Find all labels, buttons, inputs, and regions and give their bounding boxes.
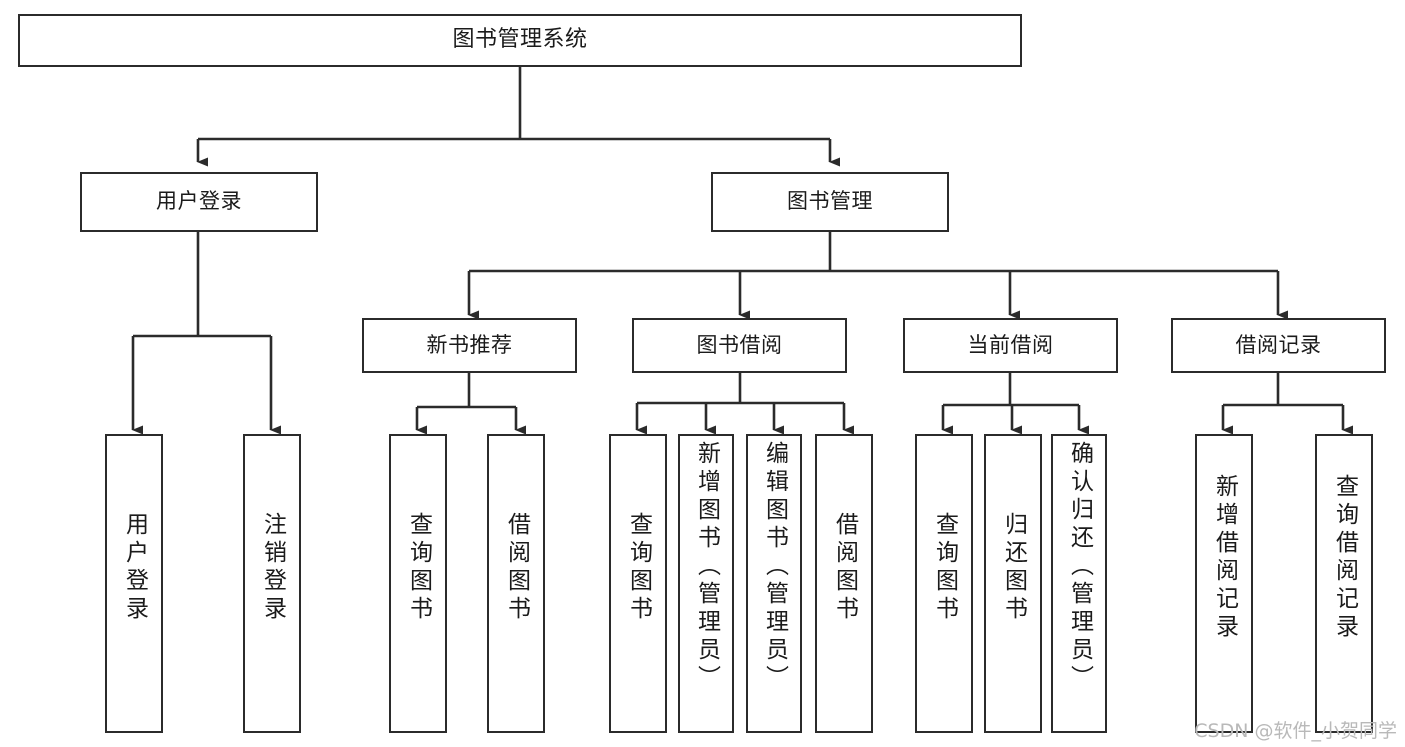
node-label: 编辑图书（管理员） [761,441,788,693]
leaf-borrow-book-borrow[interactable]: 借阅图书 [815,434,873,733]
node-label: 归还图书 [1000,512,1027,624]
node-label: 图书管理 [787,189,873,214]
node-label: 借阅图书 [503,512,530,624]
node-label: 查询图书 [625,512,652,624]
node-label: 借阅图书 [831,512,858,624]
leaf-user-login[interactable]: 用户登录 [105,434,163,733]
leaf-logout-login[interactable]: 注销登录 [243,434,301,733]
node-label: 查询图书 [931,512,958,624]
node-root-book-management-system[interactable]: 图书管理系统 [18,14,1022,67]
node-label: 新增图书（管理员） [693,441,720,693]
leaf-add-book-admin[interactable]: 新增图书（管理员） [678,434,734,733]
leaf-query-book-current[interactable]: 查询图书 [915,434,973,733]
node-label: 查询图书 [405,512,432,624]
node-current-borrow[interactable]: 当前借阅 [903,318,1118,373]
node-label: 借阅记录 [1235,332,1322,357]
node-label: 图书管理系统 [452,27,588,53]
leaf-edit-book-admin[interactable]: 编辑图书（管理员） [746,434,802,733]
leaf-confirm-return-admin[interactable]: 确认归还（管理员） [1051,434,1107,733]
node-user-login[interactable]: 用户登录 [80,172,318,232]
leaf-return-book[interactable]: 归还图书 [984,434,1042,733]
node-label: 当前借阅 [967,332,1054,357]
leaf-query-book-borrow[interactable]: 查询图书 [609,434,667,733]
leaf-add-borrow-record[interactable]: 新增借阅记录 [1195,434,1253,733]
node-label: 新书推荐 [426,332,513,357]
node-label: 用户登录 [121,512,148,624]
node-label: 新增借阅记录 [1211,474,1238,642]
node-label: 查询借阅记录 [1331,474,1358,642]
node-label: 图书借阅 [696,332,783,357]
node-label: 注销登录 [259,512,286,624]
node-book-borrow[interactable]: 图书借阅 [632,318,847,373]
node-label: 用户登录 [156,189,242,214]
node-borrow-record[interactable]: 借阅记录 [1171,318,1386,373]
leaf-borrow-book-new-recommend[interactable]: 借阅图书 [487,434,545,733]
node-book-management[interactable]: 图书管理 [711,172,949,232]
node-label: 确认归还（管理员） [1066,441,1093,693]
leaf-query-book-new-recommend[interactable]: 查询图书 [389,434,447,733]
node-new-book-recommend[interactable]: 新书推荐 [362,318,577,373]
leaf-query-borrow-record[interactable]: 查询借阅记录 [1315,434,1373,733]
